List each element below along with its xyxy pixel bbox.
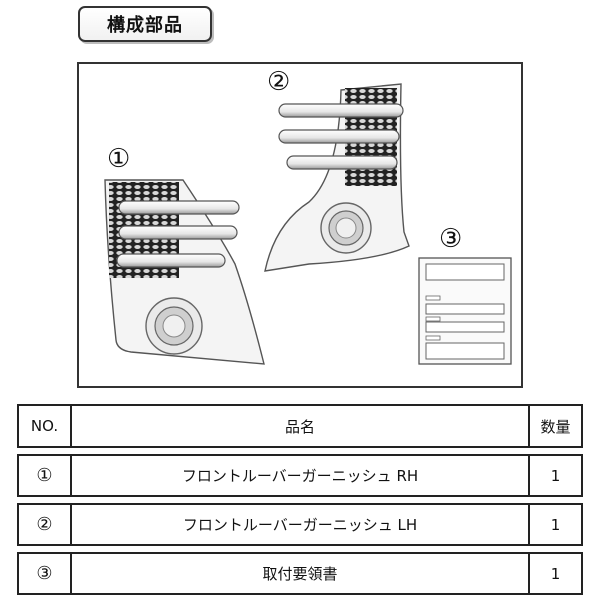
- header-qty: 数量: [528, 404, 583, 448]
- callout-1: ①: [107, 144, 131, 174]
- table-row: ② フロントルーバーガーニッシュ LH 1: [17, 503, 583, 546]
- parts-table: NO. 品名 数量 ① フロントルーバーガーニッシュ RH 1 ② フロントルー…: [17, 404, 583, 595]
- row-name: フロントルーバーガーニッシュ LH: [70, 503, 530, 546]
- row-name: 取付要領書: [70, 552, 530, 595]
- section-title: 構成部品: [78, 6, 212, 42]
- row-name: フロントルーバーガーニッシュ RH: [70, 454, 530, 497]
- row-qty: 1: [528, 454, 583, 497]
- row-qty: 1: [528, 552, 583, 595]
- row-qty: 1: [528, 503, 583, 546]
- header-no: NO.: [17, 404, 72, 448]
- parts-figure: ① ② ③: [77, 62, 523, 388]
- instruction-sheet-drawing: [418, 257, 512, 365]
- parts-illustration: [104, 83, 512, 365]
- row-no: ③: [17, 552, 72, 595]
- garnish-lh-drawing: [264, 83, 410, 272]
- table-row: ① フロントルーバーガーニッシュ RH 1: [17, 454, 583, 497]
- callout-2: ②: [267, 67, 291, 97]
- table-row: ③ 取付要領書 1: [17, 552, 583, 595]
- row-no: ①: [17, 454, 72, 497]
- table-header-row: NO. 品名 数量: [17, 404, 583, 448]
- garnish-rh-drawing: [104, 179, 265, 365]
- header-name: 品名: [70, 404, 530, 448]
- row-no: ②: [17, 503, 72, 546]
- callout-3: ③: [439, 224, 463, 254]
